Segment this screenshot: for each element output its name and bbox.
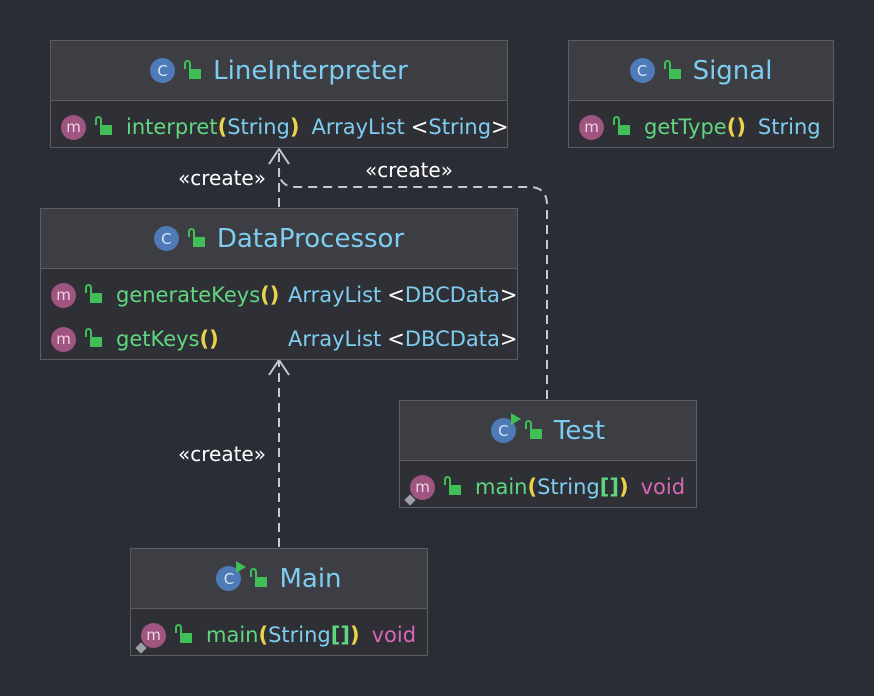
return-type: void	[640, 475, 686, 499]
public-lock-icon	[663, 59, 681, 79]
class-icon: C	[150, 58, 176, 83]
edge-test-to-li-line	[278, 169, 548, 399]
generic-type: DBCData	[404, 327, 500, 351]
parens: ()	[260, 283, 280, 307]
edge-main-to-dp-arrowhead	[268, 358, 290, 376]
param-type: String	[227, 115, 290, 139]
runnable-class-icon: C	[490, 413, 521, 443]
generic-open: <	[387, 327, 405, 351]
method-icon: m	[51, 282, 76, 308]
class-header: C Test	[400, 401, 696, 461]
method-row-generate-keys[interactable]: m generateKeys() ArrayList<DBCData>	[41, 273, 518, 317]
open-paren: (	[527, 475, 538, 499]
generic-close: >	[499, 283, 518, 307]
class-name: Signal	[692, 55, 773, 86]
method-row-interpret[interactable]: m interpret(String) ArrayList<String>	[51, 105, 509, 149]
public-lock-icon	[85, 284, 102, 303]
return-type: ArrayList	[288, 283, 382, 307]
public-lock-icon	[175, 624, 192, 643]
method-icon: m	[51, 326, 76, 352]
method-row-get-keys[interactable]: m getKeys() ArrayList<DBCData>	[41, 317, 518, 361]
static-marker-icon	[135, 641, 147, 654]
static-method-icon: m	[135, 622, 166, 654]
generic-type: String	[428, 115, 492, 139]
run-icon	[236, 561, 247, 573]
open-paren: (	[258, 623, 269, 647]
edge-label-dp-to-li: «create»	[178, 166, 266, 190]
class-header: C Signal	[569, 41, 833, 101]
open-paren: (	[217, 115, 228, 139]
public-lock-icon	[95, 116, 112, 135]
return-type: void	[371, 623, 417, 647]
method-row-main[interactable]: m main(String[]) void	[131, 613, 427, 657]
class-header: C LineInterpreter	[51, 41, 507, 101]
class-signal[interactable]: C Signal m getType() String	[568, 40, 834, 148]
static-marker-icon	[404, 493, 416, 506]
return-type-group: ArrayList<DBCData>	[288, 283, 518, 307]
class-name: Main	[279, 563, 342, 594]
method-name: getType	[644, 115, 727, 139]
method-icon: m	[61, 114, 86, 140]
generic-close: >	[491, 115, 509, 139]
method-name: interpret	[126, 115, 218, 139]
return-type-group: ArrayList<DBCData>	[288, 327, 518, 351]
method-name: generateKeys	[116, 283, 261, 307]
class-main[interactable]: C Main m main(String[]) void	[130, 548, 428, 656]
class-icon: C	[153, 226, 179, 251]
edge-dp-to-li-arrowhead	[268, 147, 290, 165]
class-icon: C	[629, 58, 655, 83]
runnable-class-icon: C	[216, 561, 247, 591]
public-lock-icon	[444, 476, 461, 495]
edge-label-test-to-li: «create»	[365, 158, 453, 182]
method-name: main	[206, 623, 259, 647]
array-brackets: []	[330, 623, 350, 647]
parens: ()	[199, 327, 219, 351]
return-type: ArrayList	[311, 115, 405, 139]
generic-close: >	[499, 327, 518, 351]
return-type: ArrayList	[288, 327, 382, 351]
param-type: String	[537, 475, 600, 499]
class-name: Test	[553, 415, 606, 446]
class-name: LineInterpreter	[213, 55, 408, 86]
param-type: String	[268, 623, 331, 647]
generic-open: <	[410, 115, 429, 139]
generic-type: DBCData	[404, 283, 500, 307]
close-paren: )	[289, 115, 300, 139]
return-type: String	[757, 115, 821, 139]
method-row-get-type[interactable]: m getType() String	[569, 105, 833, 149]
class-header: C DataProcessor	[41, 209, 517, 269]
method-row-main[interactable]: m main(String[]) void	[400, 465, 696, 509]
method-icon: m	[579, 114, 604, 140]
class-name: DataProcessor	[216, 223, 405, 254]
class-data-processor[interactable]: C DataProcessor m generateKeys() ArrayLi…	[40, 208, 518, 360]
public-lock-icon	[524, 419, 542, 439]
class-test[interactable]: C Test m main(String[]) void	[399, 400, 697, 508]
method-name: getKeys	[116, 327, 200, 351]
public-lock-icon	[184, 59, 202, 79]
class-line-interpreter[interactable]: C LineInterpreter m interpret(String) Ar…	[50, 40, 509, 149]
edge-label-main-to-dp: «create»	[178, 442, 266, 466]
close-paren: )	[349, 623, 360, 647]
public-lock-icon	[187, 227, 205, 247]
public-lock-icon	[85, 328, 102, 347]
run-icon	[510, 413, 521, 425]
parens: ()	[726, 115, 746, 139]
static-method-icon: m	[404, 474, 435, 506]
close-paren: )	[618, 475, 629, 499]
array-brackets: []	[599, 475, 619, 499]
public-lock-icon	[613, 116, 630, 135]
public-lock-icon	[250, 567, 268, 587]
generic-open: <	[387, 283, 405, 307]
class-header: C Main	[131, 549, 427, 609]
method-name: main	[475, 475, 528, 499]
